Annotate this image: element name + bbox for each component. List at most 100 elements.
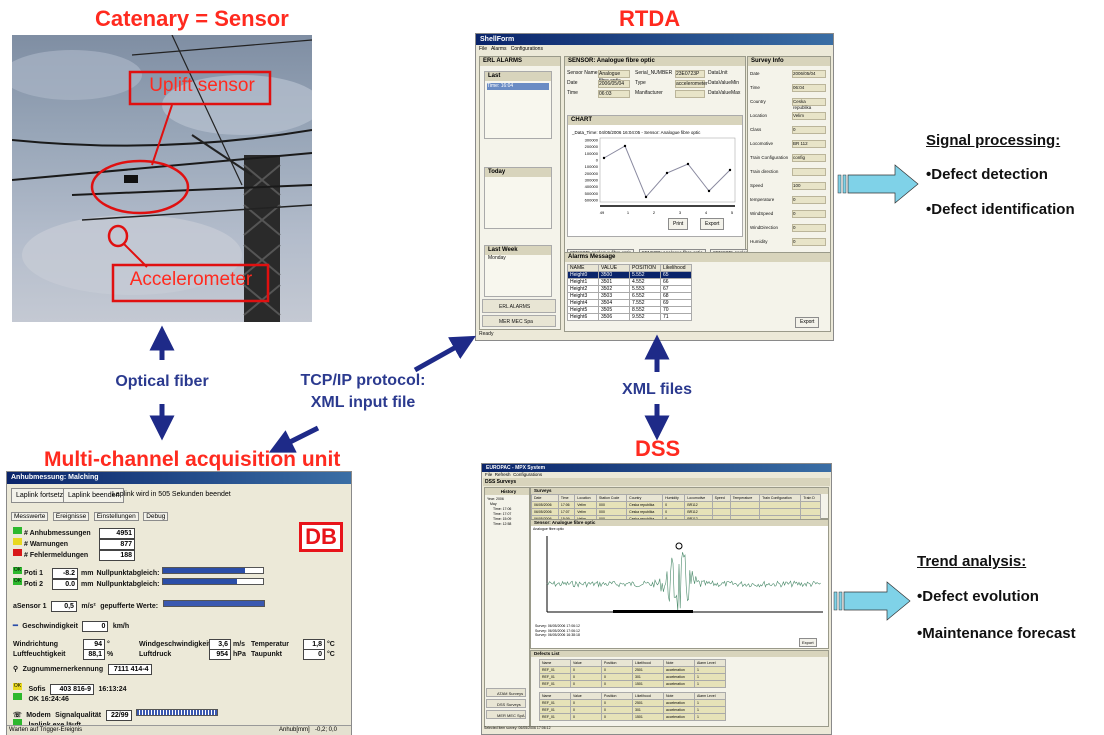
tree-item[interactable]: Time: 17:06 [493, 507, 512, 511]
train-number-value: 7111 414-4 [107, 664, 152, 675]
survey-row-label: Time [750, 85, 760, 90]
dss-export-button[interactable]: Export [799, 638, 817, 647]
sofis-value: 403 816-9 [50, 684, 95, 695]
laplink-countdown: Laplink wird in 505 Sekunden beendet [112, 491, 231, 498]
train-number-label: Zugnummernerkennung [22, 666, 104, 673]
dss-menu-configurations[interactable]: Configurations [513, 472, 543, 477]
rtda-export-chart-button[interactable]: Export [700, 218, 725, 230]
survey-row-label: Location [750, 113, 768, 118]
rtda-serial-value: 23E0723P [675, 70, 705, 78]
speed-value: 0 [82, 621, 109, 632]
rtda-chart-panel: CHART _Data_Time: 04/05/2006 16:04:05 - … [567, 115, 743, 237]
chart-point [665, 171, 669, 175]
acq-titlebar: Anhubmessung: Malching [7, 472, 351, 484]
acq-status-right: -0,2; 0,0 [315, 727, 338, 733]
rtda-section-last-week[interactable]: Last Week [485, 246, 551, 255]
rtda-export-button[interactable]: Export [795, 317, 820, 328]
rtda-section-today[interactable]: Today [485, 168, 551, 177]
dss-btn-dss[interactable]: DSS Surveys [486, 699, 526, 708]
rtda-alarms-header: Alarms Message [565, 253, 830, 262]
acq-tabs: Messwerte Ereignisse Einstellungen Debug [11, 505, 169, 523]
dss-menu-refresh[interactable]: Refresh [494, 472, 511, 477]
tree-item[interactable]: Time: 15:09 [493, 517, 512, 521]
tree-item[interactable]: Year: 2006 [487, 497, 504, 501]
dss-sensor-sub: Analogue fibre optic [533, 527, 564, 531]
dss-sensor-panel: Sensor: Analogue fibre optic Analogue fi… [530, 519, 829, 649]
rtda-btn-mermec[interactable]: MER MEC Spa [482, 315, 556, 327]
laplink-stop-button[interactable]: Laplink beenden [63, 488, 125, 503]
dss-menu-file[interactable]: File [485, 472, 493, 477]
weather-label: Luftfeuchtigkeit [13, 651, 66, 658]
rtda-last-item[interactable]: Time: 16:04 [487, 83, 549, 90]
y-tick-label: 300000 [585, 178, 599, 183]
laplink-continue-button[interactable]: Laplink fortsetzen [11, 488, 76, 503]
survey-row-value: Velim [792, 112, 826, 120]
trend-arrow-icon [833, 581, 911, 621]
rtda-survey-header: Survey Info [748, 57, 830, 66]
rtda-menu-configurations[interactable]: Configurations [510, 46, 543, 52]
counter-label: # Warnungen [24, 541, 69, 548]
dss-btn-atam[interactable]: ATAM Surveys [486, 688, 526, 697]
acq-statusbar: Warten auf Trigger-Ereignis Anhub[mm] -0… [7, 725, 351, 735]
signal-item-identification: •Defect identification [926, 201, 1075, 218]
rtda-btn-erl-alarms[interactable]: ERL ALARMS [482, 299, 556, 313]
chart-point [686, 162, 690, 166]
counter-led [13, 527, 22, 535]
asensor-unit: m/s² [81, 603, 96, 610]
poti-led: OK [13, 567, 22, 575]
tcp-label-line1: TCP/IP protocol: [300, 372, 426, 389]
weather-label: Windgeschwindigkeit [139, 641, 211, 648]
survey-row-value: 100 [792, 182, 826, 190]
x-tick-label: 4 [705, 210, 708, 215]
tab-messwerte[interactable]: Messwerte [11, 512, 49, 521]
tree-item[interactable]: Time: 12:58 [493, 522, 512, 526]
weather-label: Luftdruck [139, 651, 172, 658]
asensor-buffer-bar [162, 600, 265, 608]
tab-ereignisse[interactable]: Ereignisse [52, 512, 90, 521]
speed-label: Geschwindigkeit [22, 623, 78, 630]
rtda-manufacturer-value [675, 90, 705, 98]
survey-row-value: 0 [792, 224, 826, 232]
tab-debug[interactable]: Debug [143, 512, 169, 521]
tab-einstellungen[interactable]: Einstellungen [93, 512, 139, 521]
tree-item[interactable]: May [490, 502, 497, 506]
weather-label: Windrichtung [13, 641, 59, 648]
x-tick-label: 2 [653, 210, 656, 215]
dss-window: EUROPAC - MPX System File Refresh Config… [481, 463, 832, 735]
rtda-menu-alarms[interactable]: Alarms [490, 46, 507, 52]
poti-value: 0.0 [52, 579, 78, 590]
weather-label: Temperatur [251, 641, 289, 648]
asensor-label: aSensor 1 [13, 603, 47, 610]
rtda-section-last[interactable]: Last [485, 72, 551, 81]
rtda-print-button[interactable]: Print [668, 218, 689, 230]
x-tick-label: 5 [731, 210, 734, 215]
dss-btn-mermec[interactable]: MER MEC SpA [486, 710, 526, 719]
rtda-week-item[interactable]: Monday [488, 255, 506, 261]
rtda-manufacturer-label: Manifacturer [635, 90, 663, 96]
weather-label: Taupunkt [251, 651, 282, 658]
tree-item[interactable]: Time: 17:07 [493, 512, 512, 516]
rtda-menu-file[interactable]: File [479, 46, 488, 52]
rtda-window: ShellForm File Alarms Configurations ERL… [475, 33, 834, 341]
